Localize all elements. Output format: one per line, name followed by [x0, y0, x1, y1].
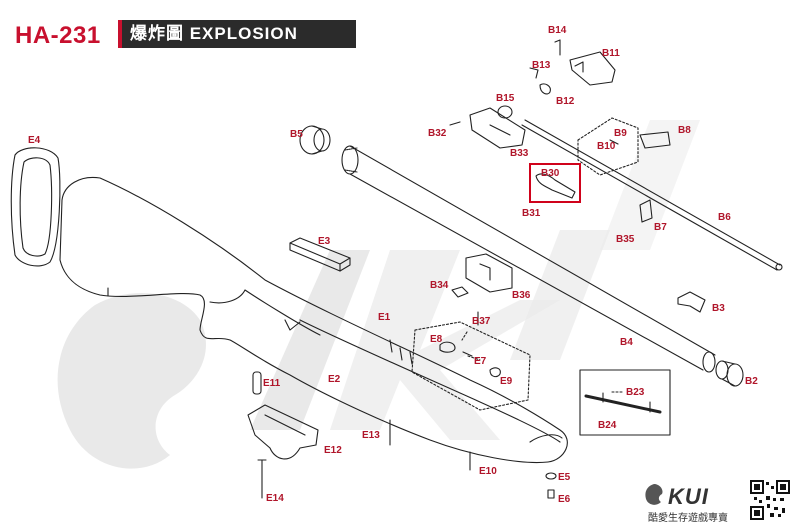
highlight-box-b30	[529, 163, 581, 203]
small-nut	[451, 286, 469, 298]
brand-tagline: 酷愛生存遊戲專賣	[648, 513, 728, 524]
qr-code-icon	[750, 480, 790, 520]
part-label-b10: B10	[597, 141, 616, 152]
diagram-title: 爆炸圖 EXPLOSION	[118, 20, 356, 48]
brand-lion-icon	[645, 484, 663, 505]
part-label-b15: B15	[496, 93, 515, 104]
stock-insert-block	[289, 237, 351, 272]
accessory-rail-group	[579, 369, 671, 436]
part-label-b33: B33	[510, 148, 529, 159]
sling-mount	[535, 173, 576, 199]
part-label-b3: B3	[712, 303, 725, 314]
sight-mount-group	[577, 117, 671, 176]
part-label-e8: E8	[430, 334, 443, 345]
brand-logo: KUI	[668, 484, 709, 509]
part-label-b24: B24	[598, 420, 617, 431]
part-label-e14: E14	[266, 493, 284, 504]
part-label-b35: B35	[616, 234, 635, 245]
part-label-e1: E1	[378, 312, 391, 323]
part-label-b34: B34	[430, 280, 449, 291]
rifle-stock	[59, 176, 568, 464]
bolt-assembly	[449, 105, 526, 149]
part-label-e2: E2	[328, 374, 341, 385]
part-label-b23: B23	[626, 387, 645, 398]
part-label-e3: E3	[318, 236, 331, 247]
pin-part	[252, 371, 262, 395]
model-number: HA-231	[15, 22, 101, 49]
part-label-e13: E13	[362, 430, 380, 441]
mount-block	[465, 253, 513, 293]
part-label-b2: B2	[745, 376, 758, 387]
muzzle-cap	[715, 360, 744, 387]
part-label-b11: B11	[602, 48, 620, 59]
part-label-b30: B30	[541, 168, 560, 179]
part-label-e7: E7	[474, 356, 487, 367]
part-label-b13: B13	[532, 60, 551, 71]
part-label-b14: B14	[548, 25, 567, 36]
part-label-b4: B4	[620, 337, 633, 348]
front-sight	[677, 291, 706, 313]
clip-part	[639, 199, 653, 223]
part-label-b9: B9	[614, 128, 627, 139]
part-label-e5: E5	[558, 472, 571, 483]
part-label-e12: E12	[324, 445, 342, 456]
rear-sight-assembly	[529, 39, 616, 95]
part-label-b6: B6	[718, 212, 731, 223]
part-label-e4: E4	[28, 135, 41, 146]
trigger-guard	[247, 404, 319, 460]
part-label-b7: B7	[654, 222, 667, 233]
long-screw	[257, 459, 267, 499]
part-label-b36: B36	[512, 290, 531, 301]
end-cap	[299, 125, 331, 155]
part-label-e11: E11	[263, 378, 281, 389]
part-label-b31: B31	[522, 208, 541, 219]
part-label-b32: B32	[428, 128, 447, 139]
mechanism-detail-group	[389, 321, 531, 411]
part-label-b5: B5	[290, 129, 303, 140]
watermark-logo	[57, 120, 700, 469]
part-label-b8: B8	[678, 125, 691, 136]
part-label-b37: B37	[472, 316, 491, 327]
part-label-b12: B12	[556, 96, 575, 107]
part-label-e9: E9	[500, 376, 513, 387]
guide-rod	[521, 119, 783, 271]
small-fasteners	[545, 472, 557, 499]
barrel-receiver	[341, 145, 716, 373]
part-label-e6: E6	[558, 494, 571, 505]
butt-pad	[10, 147, 61, 267]
part-label-e10: E10	[479, 466, 497, 477]
